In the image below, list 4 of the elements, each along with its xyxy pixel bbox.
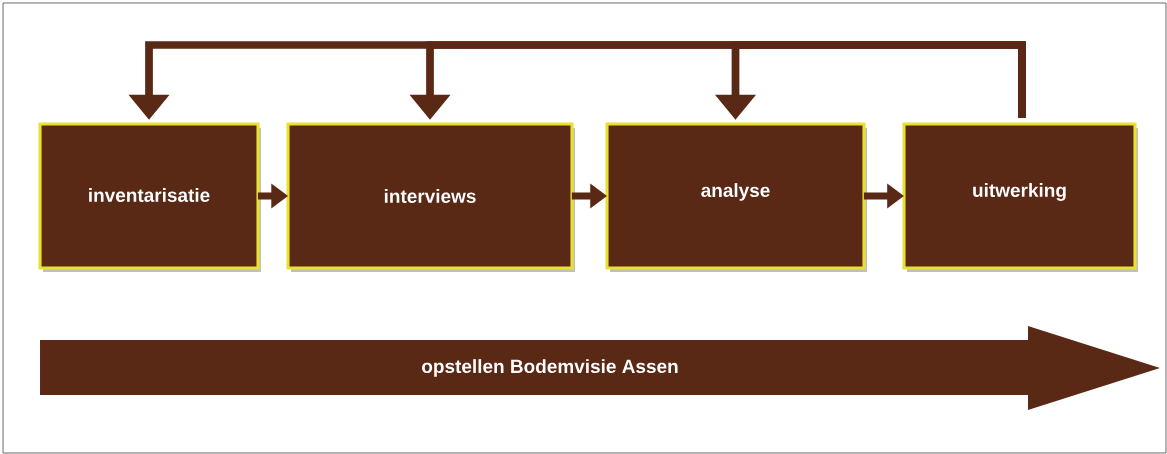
process-box: analyse [605,122,867,272]
process-box: interviews [286,122,575,272]
process-box: uitwerking [902,122,1138,272]
process-box: inventarisatie [38,122,261,272]
